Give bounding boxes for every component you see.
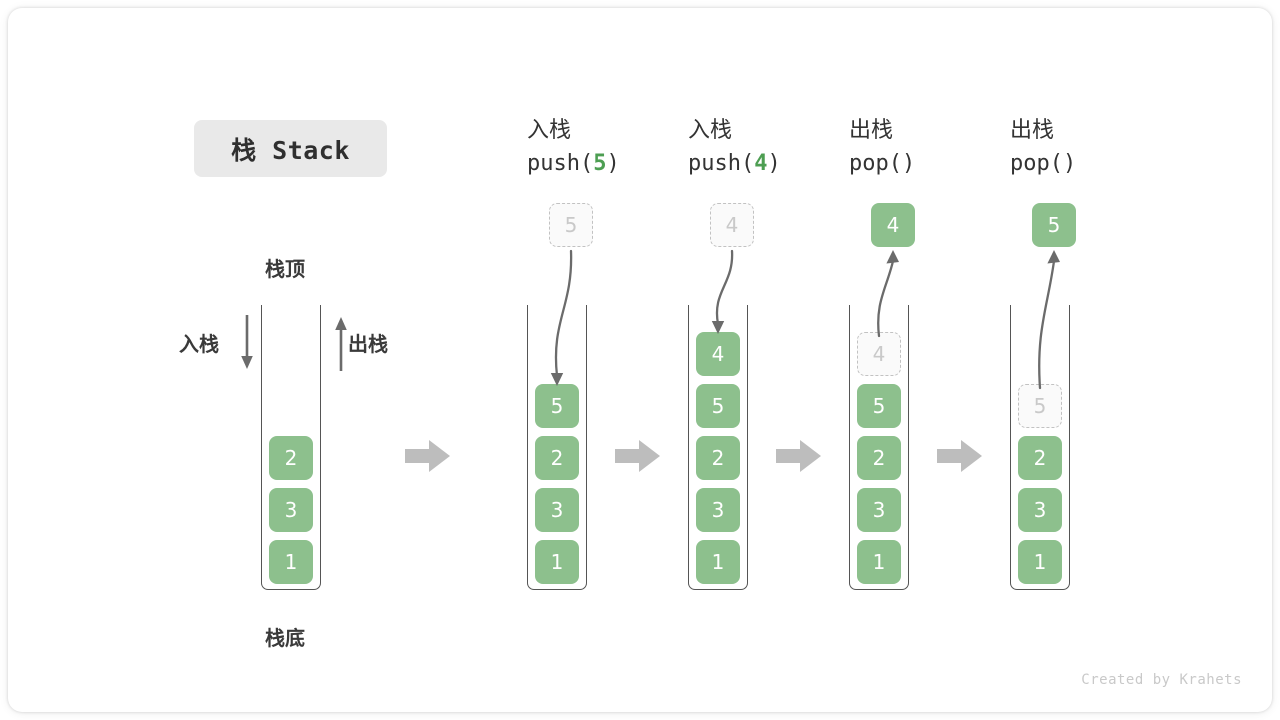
step-header-code: push(5) [527,151,620,177]
stack-container-initial [261,305,321,590]
pop-arrow-up-icon [330,313,352,373]
flow-arrow-3-icon [776,439,822,473]
push-curve-arrow-icon [517,247,611,404]
title-badge: 栈 Stack [194,120,387,177]
stack-top-label: 栈顶 [265,257,305,281]
pop-label: 出栈 [348,332,388,356]
push-label: 入栈 [179,332,219,356]
stack-container-step-3 [849,305,909,590]
pop-curve-arrow-icon [1000,247,1094,404]
footer-credit: Created by Krahets [1081,672,1242,688]
push-curve-arrow-icon [678,247,772,352]
stack-cell: 3 [535,488,579,532]
stack-cell: 1 [696,540,740,584]
stack-cell: 2 [1018,436,1062,480]
stack-bottom-label: 栈底 [265,626,305,650]
stack-cell: 1 [1018,540,1062,584]
step-header-4: 出栈 pop() [1010,114,1210,181]
pop-curve-arrow-icon [839,247,933,352]
flow-arrow-2-icon [615,439,661,473]
stack-cell: 3 [857,488,901,532]
popped-value-box: 5 [1032,203,1076,247]
step-header-code-arg: 5 [593,151,607,177]
stack-cell: 3 [1018,488,1062,532]
step-header-cn: 入栈 [527,118,572,143]
push-arrow-down-icon [236,313,258,373]
step-header-1: 入栈 push(5) [527,114,727,181]
step-header-3: 出栈 pop() [849,114,1049,181]
title-text: 栈 Stack [231,135,350,165]
step-header-cn: 入栈 [688,118,733,143]
stack-cell: 1 [857,540,901,584]
stack-cells-initial: 2 3 1 [269,305,313,590]
stack-cell: 1 [269,540,313,584]
stack-cell: 4 [857,332,901,376]
step-header-cn: 出栈 [1010,118,1055,143]
step-header-code: pop() [1010,151,1077,177]
step-header-code: pop() [849,151,916,177]
stack-cell: 5 [535,384,579,428]
step-header-code-arg: 4 [754,151,768,177]
step-header-2: 入栈 push(4) [688,114,888,181]
flow-arrow-4-icon [937,439,983,473]
popped-value-box: 4 [871,203,915,247]
stack-cell: 2 [696,436,740,480]
stack-cell: 1 [535,540,579,584]
stack-cell: 4 [696,332,740,376]
stack-cell: 2 [269,436,313,480]
step-header-code: push(4) [688,151,781,177]
incoming-value-box: 5 [549,203,593,247]
incoming-value-box: 4 [710,203,754,247]
flow-arrow-1-icon [405,439,451,473]
stack-cell: 5 [696,384,740,428]
diagram-card: 栈 Stack 栈顶 入栈 出栈 2 3 1 栈底 [8,8,1272,712]
stack-cell: 3 [696,488,740,532]
stack-cell: 2 [857,436,901,480]
step-header-cn: 出栈 [849,118,894,143]
stack-cell: 3 [269,488,313,532]
stack-container-step-4 [1010,305,1070,590]
stack-container-step-2 [688,305,748,590]
stack-container-step-1 [527,305,587,590]
stack-cell: 2 [535,436,579,480]
stack-cell: 5 [857,384,901,428]
